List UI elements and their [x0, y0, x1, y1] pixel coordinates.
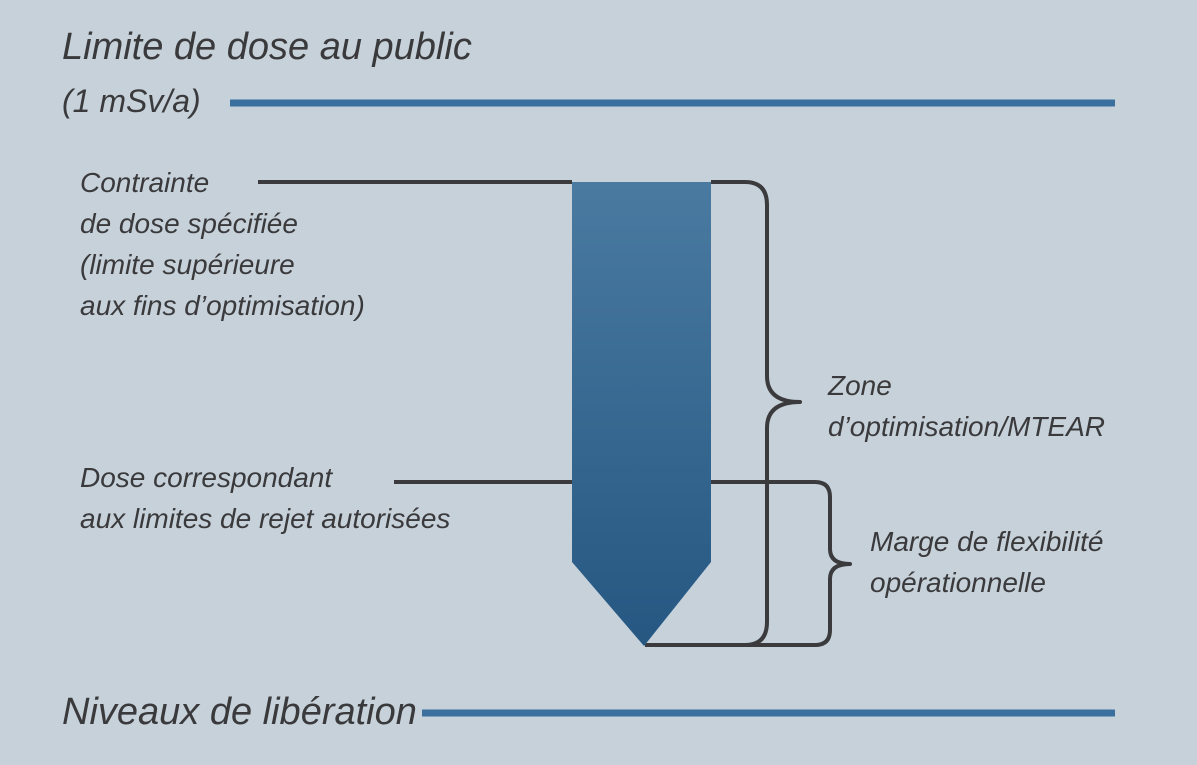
public-limit-unit: (1 mSv/a) [62, 83, 201, 119]
public-limit-title: Limite de dose au public [62, 26, 472, 68]
optimization-arrow [572, 182, 711, 646]
operational-flexibility-label: Marge de flexibilité opérationnelle [870, 526, 1104, 598]
optimization-zone-label: Zone d’optimisation/MTEAR [828, 370, 1105, 442]
marge-brace [814, 480, 852, 647]
authorized-release-dose-label: Dose correspondant aux limites de rejet … [80, 462, 451, 534]
dose-constraint-label: Contrainte de dose spécifiée (limite sup… [80, 167, 365, 321]
zone-brace [744, 180, 802, 647]
release-levels-label: Niveaux de libération [62, 691, 417, 733]
